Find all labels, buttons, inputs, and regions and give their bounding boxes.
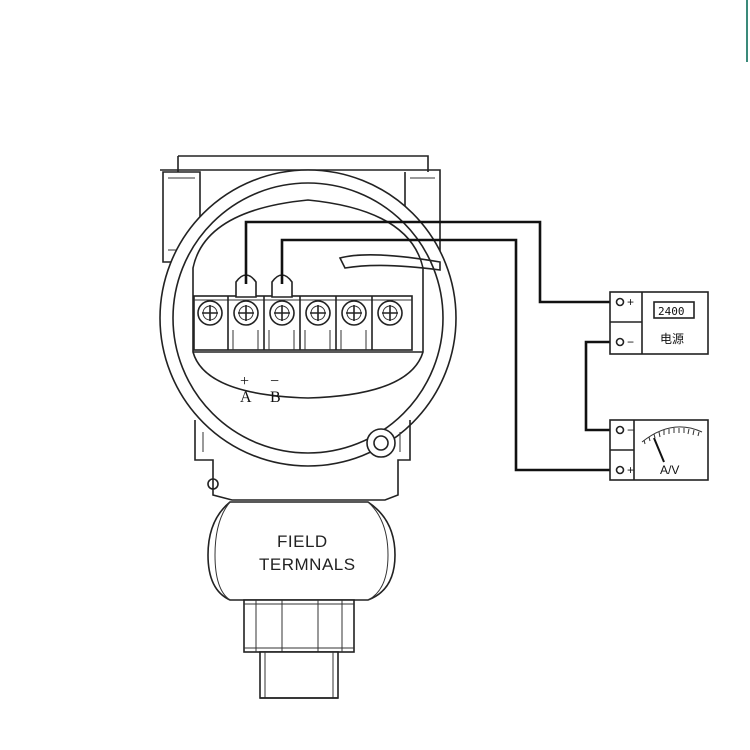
hex-nut: [243, 599, 355, 653]
terminal-b-label: B: [270, 389, 281, 406]
power-neg-symbol: −: [627, 335, 634, 349]
wire-loop: [584, 340, 614, 432]
power-display-value: 2400: [658, 305, 685, 318]
meter-label: A/V: [660, 463, 679, 477]
caption-line-1: FIELD: [277, 532, 328, 551]
wire-positive: [244, 220, 614, 304]
power-display: [653, 301, 695, 319]
screw-2: [233, 300, 259, 326]
power-supply-label: 电源: [660, 332, 684, 346]
terminal-a-label: A: [240, 389, 252, 406]
ammeter: [609, 419, 709, 481]
terminal-a-polarity: +: [240, 373, 249, 390]
terminal-barrel: [207, 501, 396, 601]
wire-lugs: [235, 274, 293, 298]
meter-neg-terminal: [615, 425, 625, 435]
meter-neg-symbol: −: [627, 423, 634, 437]
wire-negative: [280, 238, 614, 472]
meter-scale-ticks: [643, 428, 700, 445]
caption-line-2: TERMNALS: [259, 555, 356, 574]
terminal-block: [193, 295, 413, 351]
threaded-fitting: [259, 651, 339, 699]
screw-4: [305, 300, 331, 326]
power-pos-symbol: +: [627, 295, 634, 309]
terminal-b-polarity: −: [270, 373, 279, 390]
power-supply: [609, 291, 709, 355]
terminal-screws: [197, 300, 403, 326]
meter-needle: [653, 437, 665, 463]
power-pos-terminal: [615, 297, 625, 307]
screw-3: [269, 300, 295, 326]
power-neg-terminal: [615, 337, 625, 347]
meter-pos-symbol: +: [627, 463, 634, 477]
screw-6: [377, 300, 403, 326]
meter-scale-arc: [641, 426, 703, 443]
screw-1: [197, 300, 223, 326]
meter-pos-terminal: [615, 465, 625, 475]
screw-5: [341, 300, 367, 326]
